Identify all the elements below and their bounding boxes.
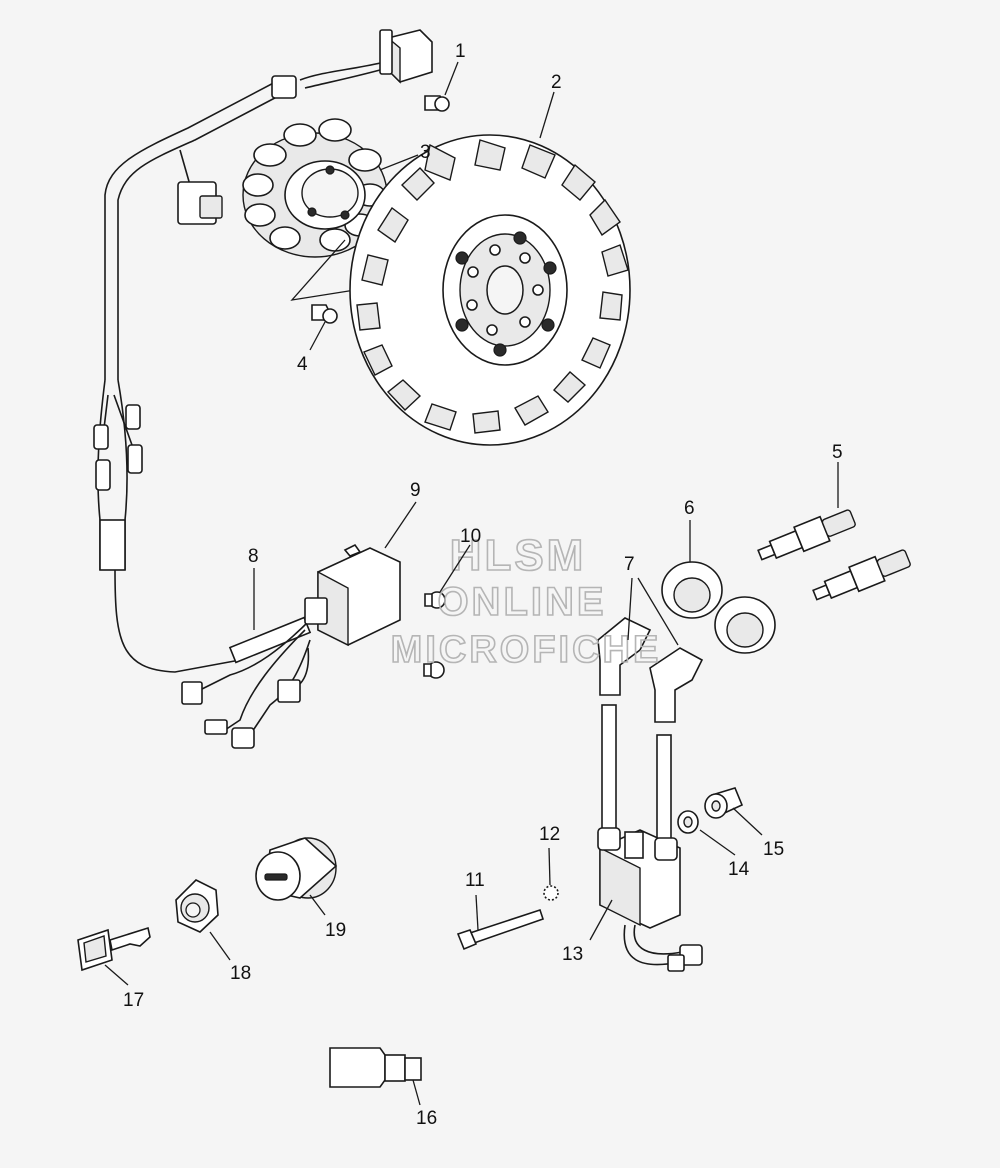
callout-4: 4 (297, 354, 308, 375)
part-4-screw (290, 239, 356, 324)
callout-3: 3 (420, 142, 431, 163)
callout-7: 7 (624, 554, 635, 575)
callout-2: 2 (551, 72, 562, 93)
callout-1: 1 (455, 41, 466, 62)
callout-labels: 1 2 3 4 5 6 7 8 9 10 11 12 13 14 15 16 1… (123, 41, 843, 1129)
part-2-flywheel (349, 134, 631, 446)
part-6-grommets (661, 561, 776, 654)
callout-9: 9 (410, 480, 421, 501)
watermark-line-2: ONLINE (437, 580, 606, 624)
callout-6: 6 (684, 498, 695, 519)
part-19-switch (255, 837, 338, 901)
callout-19: 19 (325, 920, 346, 941)
part-15-spacer (704, 787, 744, 819)
part-5-spark-plugs (757, 509, 911, 601)
callout-12: 12 (539, 824, 560, 845)
wiring-harness (93, 61, 386, 673)
callout-5: 5 (832, 442, 843, 463)
callout-18: 18 (230, 963, 251, 984)
watermark-line-3: MICROFICHE (391, 629, 662, 671)
callout-11: 11 (465, 870, 485, 891)
part-9-cdi-box (304, 543, 401, 647)
callout-15: 15 (763, 839, 784, 860)
callout-16: 16 (416, 1108, 437, 1129)
callout-10: 10 (460, 526, 481, 547)
part-8-cable (181, 616, 312, 749)
part-7-plug-caps (597, 617, 704, 846)
part-16-connector (329, 1047, 422, 1088)
part-17-key (77, 926, 151, 972)
part-10-screws (423, 591, 446, 679)
part-11-bolt (456, 908, 545, 951)
part-1-sensor (379, 29, 450, 112)
watermark: HLSM ONLINE MICROFICHE (390, 530, 662, 672)
part-18-nut (175, 879, 219, 933)
callout-14: 14 (728, 859, 750, 880)
callout-17: 17 (123, 990, 144, 1011)
part-13-ignition-coil (597, 827, 703, 972)
part-12-lock-washer (543, 885, 559, 901)
watermark-line-1: HLSM (450, 531, 587, 580)
callout-8: 8 (248, 546, 259, 567)
leader-lines (104, 61, 839, 1106)
callout-13: 13 (562, 944, 583, 965)
part-14-washer (677, 810, 699, 834)
